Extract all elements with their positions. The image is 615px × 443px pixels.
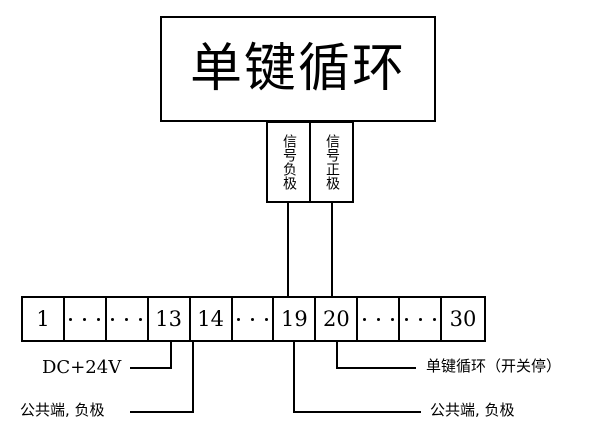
terminal-cell-ellipsis-a xyxy=(65,298,107,340)
terminal-cell-ellipsis-e xyxy=(400,298,442,340)
leader-19-vertical xyxy=(293,341,295,412)
wire-signal-negative-to-19 xyxy=(287,201,289,298)
device-title: 单键循环 xyxy=(189,39,406,99)
terminal-strip: 1 13 14 19 20 30 xyxy=(21,296,486,342)
signal-positive-terminal-box: 信号正极 xyxy=(309,121,354,203)
annotation-common-negative-left: 公共端, 负极 xyxy=(20,401,105,419)
signal-negative-terminal-box: 信号负极 xyxy=(266,121,311,203)
annotation-dc24v: DC+24V xyxy=(42,357,122,378)
leader-13-horizontal xyxy=(130,367,172,369)
leader-20-vertical xyxy=(336,341,338,368)
annotation-single-key-cycle: 单键循环（开关停） xyxy=(426,357,562,375)
leader-19-horizontal xyxy=(293,411,421,413)
terminal-cell-14[interactable]: 14 xyxy=(191,298,233,340)
leader-14-vertical xyxy=(192,341,194,412)
terminal-cell-20[interactable]: 20 xyxy=(316,298,359,340)
terminal-cell-19[interactable]: 19 xyxy=(274,298,317,340)
leader-20-horizontal xyxy=(336,367,416,369)
terminal-cell-1[interactable]: 1 xyxy=(23,298,65,340)
leader-13-vertical xyxy=(170,341,172,368)
signal-negative-label: 信号负极 xyxy=(281,134,297,190)
terminal-cell-ellipsis-c xyxy=(233,298,275,340)
wire-signal-positive-to-20 xyxy=(331,201,333,298)
terminal-cell-ellipsis-d xyxy=(358,298,401,340)
device-box: 单键循环 xyxy=(160,16,436,122)
terminal-cell-30[interactable]: 30 xyxy=(449,307,477,331)
leader-14-horizontal xyxy=(130,411,194,413)
terminal-cell-ellipsis-b xyxy=(107,298,149,340)
signal-positive-label: 信号正极 xyxy=(324,134,340,190)
terminal-cell-13[interactable]: 13 xyxy=(149,298,191,340)
annotation-common-negative-right: 公共端, 负极 xyxy=(430,401,515,419)
